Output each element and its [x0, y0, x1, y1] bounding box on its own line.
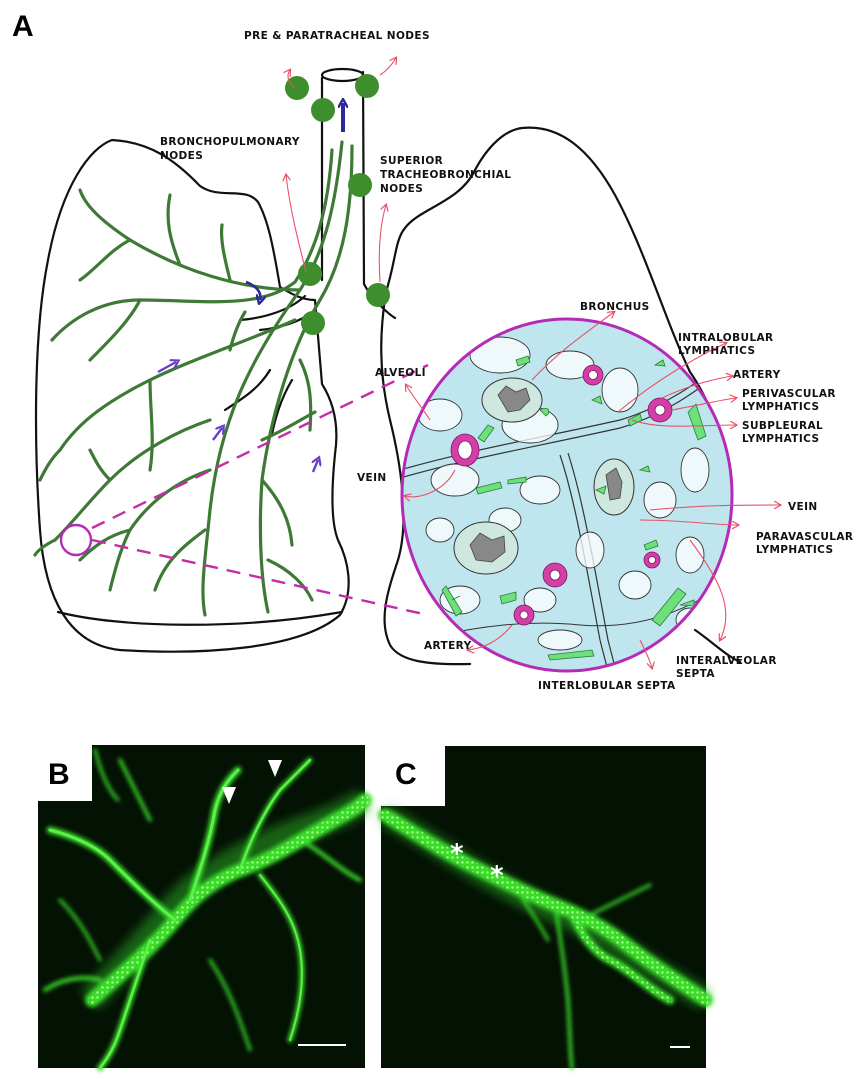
bronchiole [593, 458, 635, 516]
left-lung-outline [34, 138, 350, 653]
panel-letter-a: A [12, 10, 34, 43]
label-superior-nodes: NODES [380, 183, 423, 195]
label-intralobular-lymphatics: LYMPHATICS [678, 345, 755, 357]
label-perivascular: PERIVASCULAR [742, 388, 836, 400]
bronchiole [481, 377, 543, 423]
vessel [542, 562, 568, 588]
bronchopulmonary-node-upper [298, 262, 322, 286]
label-vein-left: VEIN [357, 472, 387, 484]
flow-arrow-icon [313, 460, 318, 473]
asterisk-icon: * [450, 839, 464, 869]
vessel [582, 364, 604, 386]
panel-b-micrograph: B [38, 745, 373, 1071]
lymph-nodes [285, 74, 390, 335]
superior-tracheobronchial-node [348, 173, 372, 197]
right-lung-outline [380, 126, 742, 666]
sample-region-circle [59, 523, 93, 557]
label-interlobular-septa: INTERLOBULAR SEPTA [538, 680, 676, 692]
panel-c-micrograph: * * C [378, 746, 713, 1070]
vessel [647, 397, 673, 423]
bronchiole [453, 521, 519, 575]
magnified-tissue [400, 312, 780, 673]
label-pre-paratracheal-nodes: PRE & PARATRACHEAL NODES [244, 30, 430, 42]
panel-letter-c: C [395, 758, 417, 791]
label-bronchopulmonary: BRONCHOPULMONARY [160, 136, 300, 148]
label-intralobular: INTRALOBULAR [678, 332, 774, 344]
paratracheal-node [311, 98, 335, 122]
flow-arrows [157, 103, 343, 473]
label-subpleural: SUBPLEURAL [742, 420, 823, 432]
white-triangle-icon [268, 760, 282, 777]
pre-paratracheal-node-left [285, 76, 309, 100]
label-interalveolar-septa: SEPTA [676, 668, 715, 680]
pre-paratracheal-node-right [355, 74, 379, 98]
vessel [450, 433, 480, 467]
label-arrows [286, 58, 396, 283]
tracheobronchial-node-right [366, 283, 390, 307]
label-perivascular-lymphatics: LYMPHATICS [742, 401, 819, 413]
flow-arrow-icon [245, 280, 260, 300]
flow-arrow-icon [157, 362, 176, 374]
flow-arrow-icon [212, 428, 222, 441]
label-paravascular: PARAVASCULAR [756, 531, 853, 543]
label-paravascular-lymphatics: LYMPHATICS [756, 544, 833, 556]
label-bronchopulmonary-nodes: NODES [160, 150, 203, 162]
label-alveoli: ALVEOLI [375, 367, 426, 379]
label-tracheobronchial: TRACHEOBRONCHIAL [380, 169, 511, 181]
white-triangle-icon [222, 787, 236, 804]
vessel [513, 604, 535, 626]
panel-a: A [12, 10, 853, 692]
vessel [643, 551, 661, 569]
magnification-link [59, 363, 429, 617]
label-superior: SUPERIOR [380, 155, 443, 167]
asterisk-icon: * [490, 861, 504, 891]
magnification-circle [400, 317, 734, 673]
label-interalveolar: INTERALVEOLAR [676, 655, 777, 667]
lymphatic-tree [33, 140, 354, 617]
label-vein-right: VEIN [788, 501, 818, 513]
label-artery-bottom: ARTERY [424, 640, 472, 652]
label-subpleural-lymphatics: LYMPHATICS [742, 433, 819, 445]
panel-a-labels: PRE & PARATRACHEAL NODES BRONCHOPULMONAR… [160, 30, 853, 692]
panel-letter-b: B [48, 758, 70, 791]
label-artery-top: ARTERY [733, 369, 781, 381]
label-bronchus: BRONCHUS [580, 301, 650, 313]
bronchopulmonary-node-lower [301, 311, 325, 335]
